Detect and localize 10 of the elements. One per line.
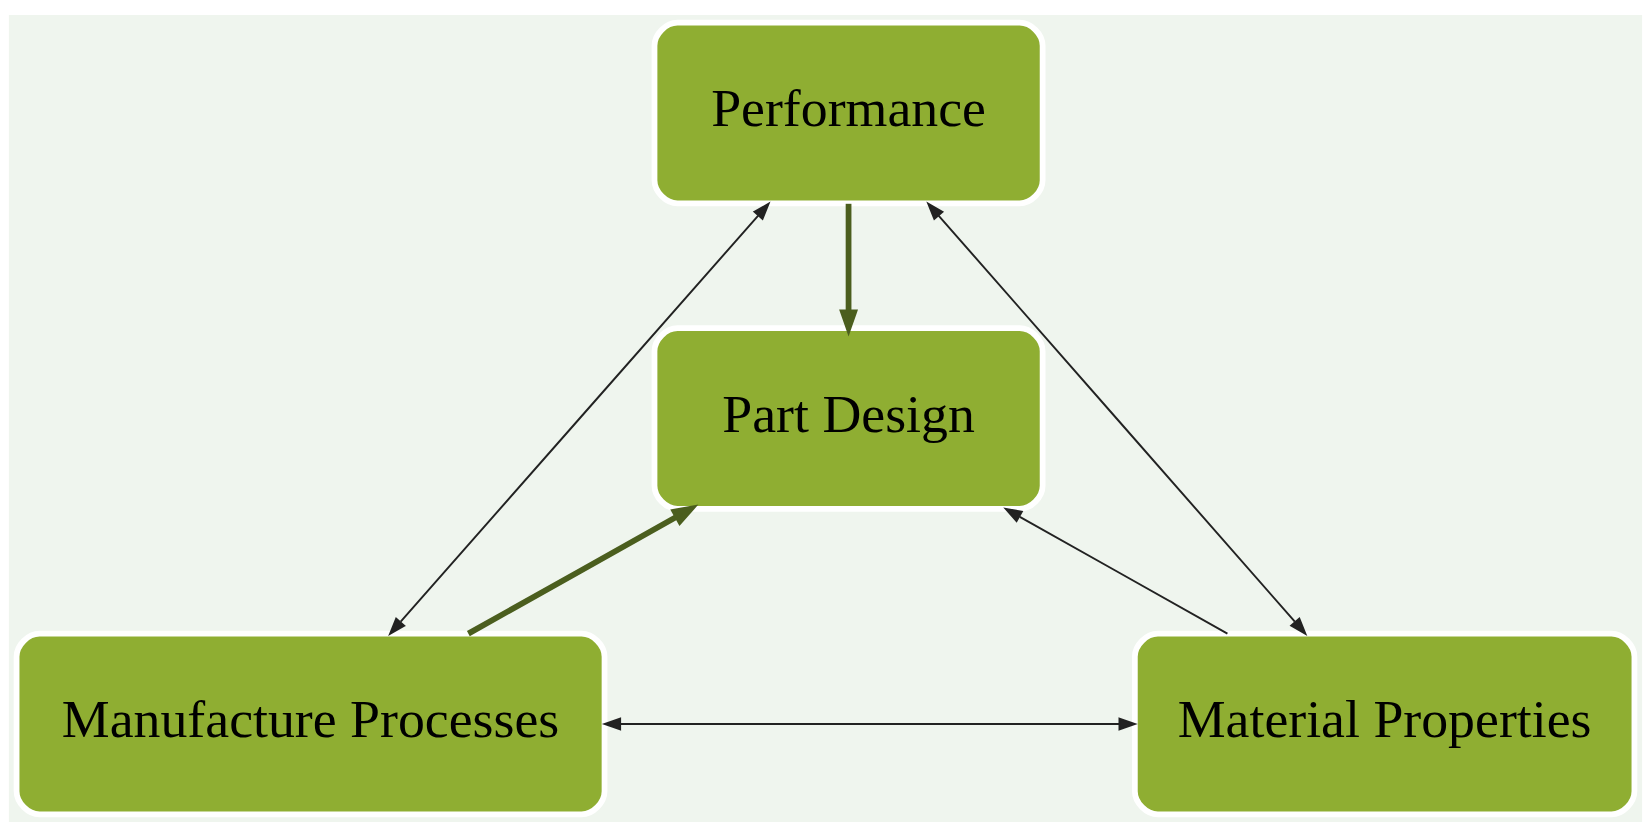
node-box: Performance	[651, 19, 1046, 207]
arrow	[466, 504, 699, 637]
arrow	[388, 201, 771, 636]
arrow	[839, 203, 858, 337]
node-box: Part Design	[651, 325, 1046, 512]
node-box: Material Properties	[1131, 630, 1638, 818]
arrow	[926, 201, 1308, 636]
node-box: Manufacture Processes	[13, 630, 608, 818]
arrow	[1003, 507, 1229, 635]
arrow	[601, 717, 1138, 731]
